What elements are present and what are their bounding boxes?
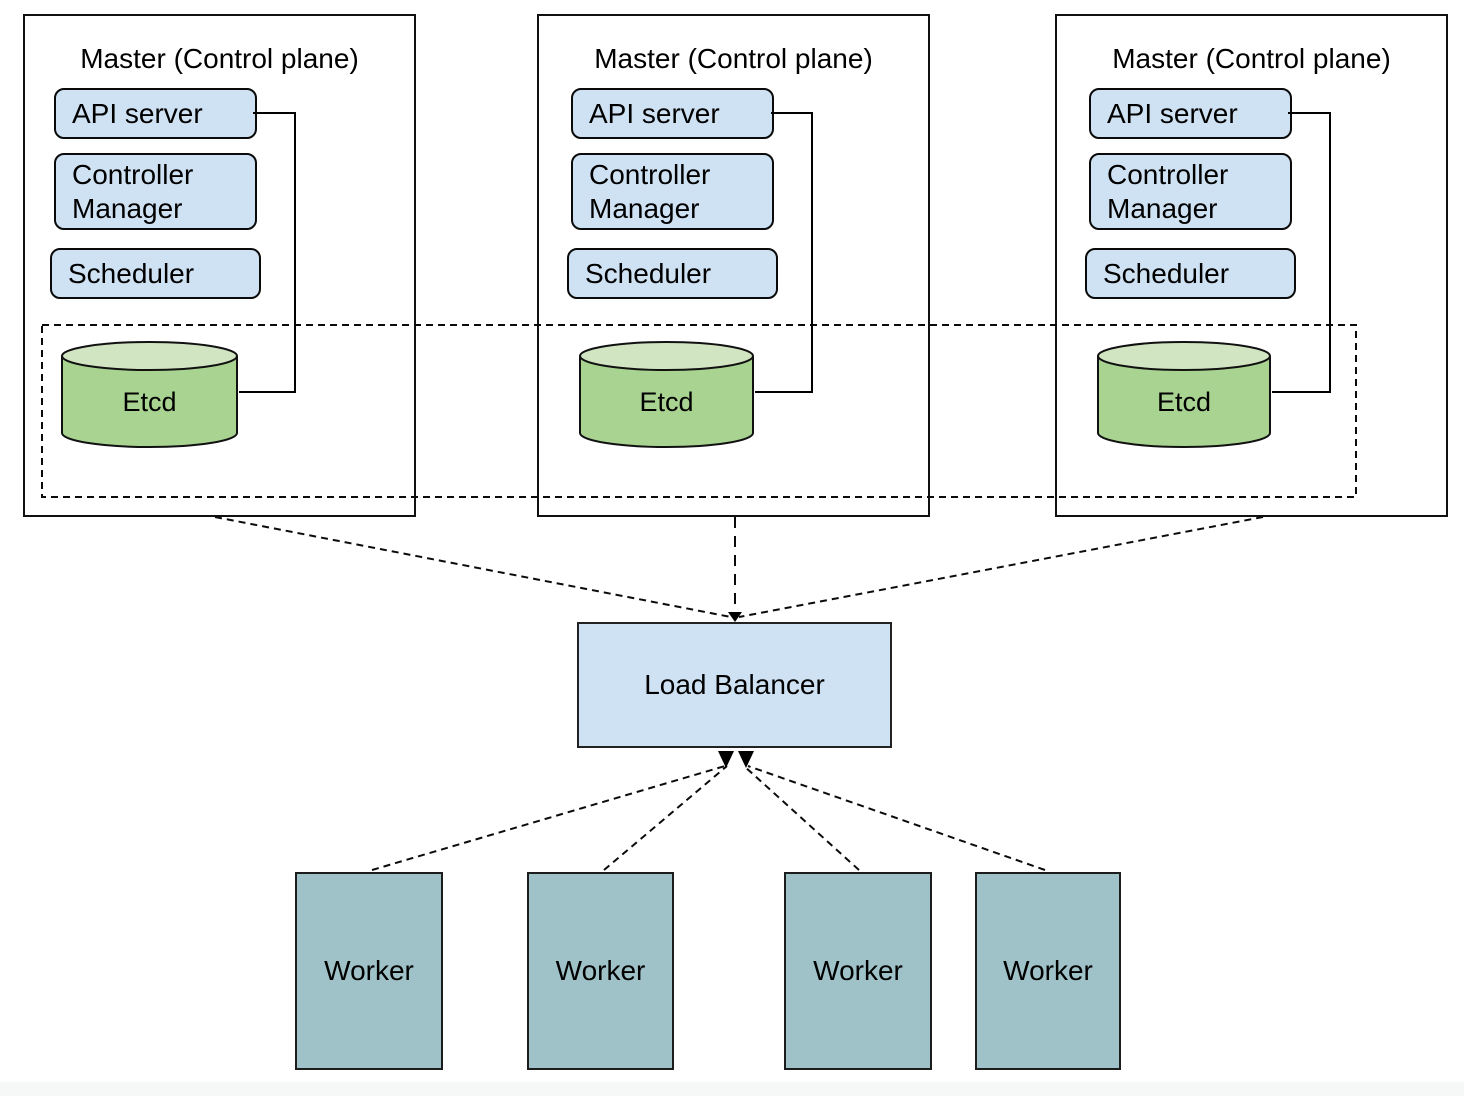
worker-node-4: Worker xyxy=(975,872,1121,1070)
api-server-box: API server xyxy=(1089,88,1292,139)
api-server-box: API server xyxy=(54,88,257,139)
master-node-3: Master (Control plane) API server Contro… xyxy=(1055,14,1448,517)
dashed-link-worker4-lb xyxy=(747,765,1046,871)
master-node-2: Master (Control plane) API server Contro… xyxy=(537,14,930,517)
controller-manager-box: Controller Manager xyxy=(54,153,257,230)
scheduler-box: Scheduler xyxy=(50,248,261,299)
dashed-link-worker3-lb xyxy=(743,765,860,871)
master-title: Master (Control plane) xyxy=(80,43,359,74)
controller-manager-box: Controller Manager xyxy=(1089,153,1292,230)
worker-node-3: Worker xyxy=(784,872,932,1070)
dashed-link-worker1-lb xyxy=(371,765,726,871)
controller-manager-box: Controller Manager xyxy=(571,153,774,230)
dashed-link-master1-lb xyxy=(214,516,732,618)
arrowhead-lb-bottom-left xyxy=(718,751,734,768)
bottom-edge-strip xyxy=(0,1082,1464,1096)
dashed-link-master3-lb xyxy=(738,516,1264,618)
master-title: Master (Control plane) xyxy=(594,43,873,74)
worker-node-2: Worker xyxy=(527,872,674,1070)
scheduler-box: Scheduler xyxy=(1085,248,1296,299)
load-balancer-box: Load Balancer xyxy=(577,622,892,748)
arrowhead-lb-bottom-right xyxy=(738,751,754,768)
worker-node-1: Worker xyxy=(295,872,443,1070)
scheduler-box: Scheduler xyxy=(567,248,778,299)
arrowhead-lb-top xyxy=(728,612,742,622)
master-title: Master (Control plane) xyxy=(1112,43,1391,74)
master-node-1: Master (Control plane) API server Contro… xyxy=(23,14,416,517)
api-server-box: API server xyxy=(571,88,774,139)
dashed-link-worker2-lb xyxy=(603,765,728,871)
